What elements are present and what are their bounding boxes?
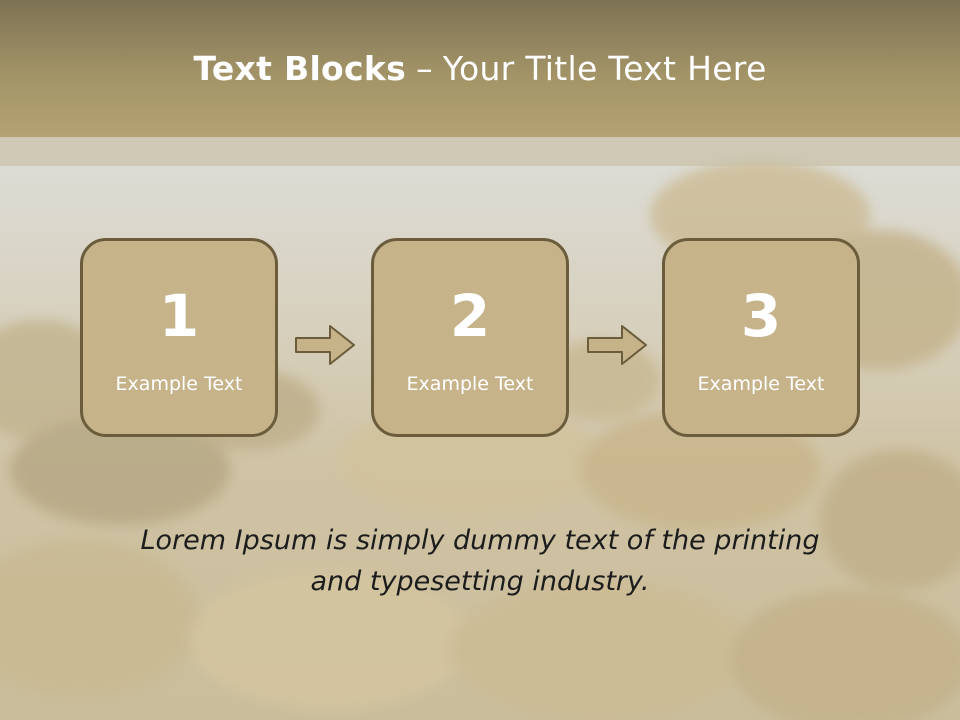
caption-line-1: Lorem Ipsum is simply dummy text of the …: [140, 525, 820, 556]
title-separator: –: [416, 49, 433, 88]
title-rest-text: Your Title Text Here: [442, 49, 767, 88]
title-bold-text: Text Blocks: [193, 49, 407, 88]
arrow-right-icon: [587, 325, 647, 365]
slide-title: Text Blocks–Your Title Text Here: [193, 49, 766, 88]
step-label: Example Text: [406, 373, 534, 395]
step-box-3: 3 Example Text: [662, 238, 860, 437]
caption-text: Lorem Ipsum is simply dummy text of the …: [0, 520, 960, 602]
step-number: 2: [449, 282, 491, 350]
step-label: Example Text: [115, 373, 243, 395]
step-label: Example Text: [697, 373, 825, 395]
step-box-2: 2 Example Text: [371, 238, 569, 437]
title-bar: Text Blocks–Your Title Text Here: [0, 0, 960, 137]
step-number: 3: [740, 282, 782, 350]
step-number: 1: [158, 282, 200, 350]
title-band: [0, 137, 960, 166]
arrow-right-icon: [295, 325, 355, 365]
caption-line-2: and typesetting industry.: [310, 566, 650, 597]
step-box-1: 1 Example Text: [80, 238, 278, 437]
